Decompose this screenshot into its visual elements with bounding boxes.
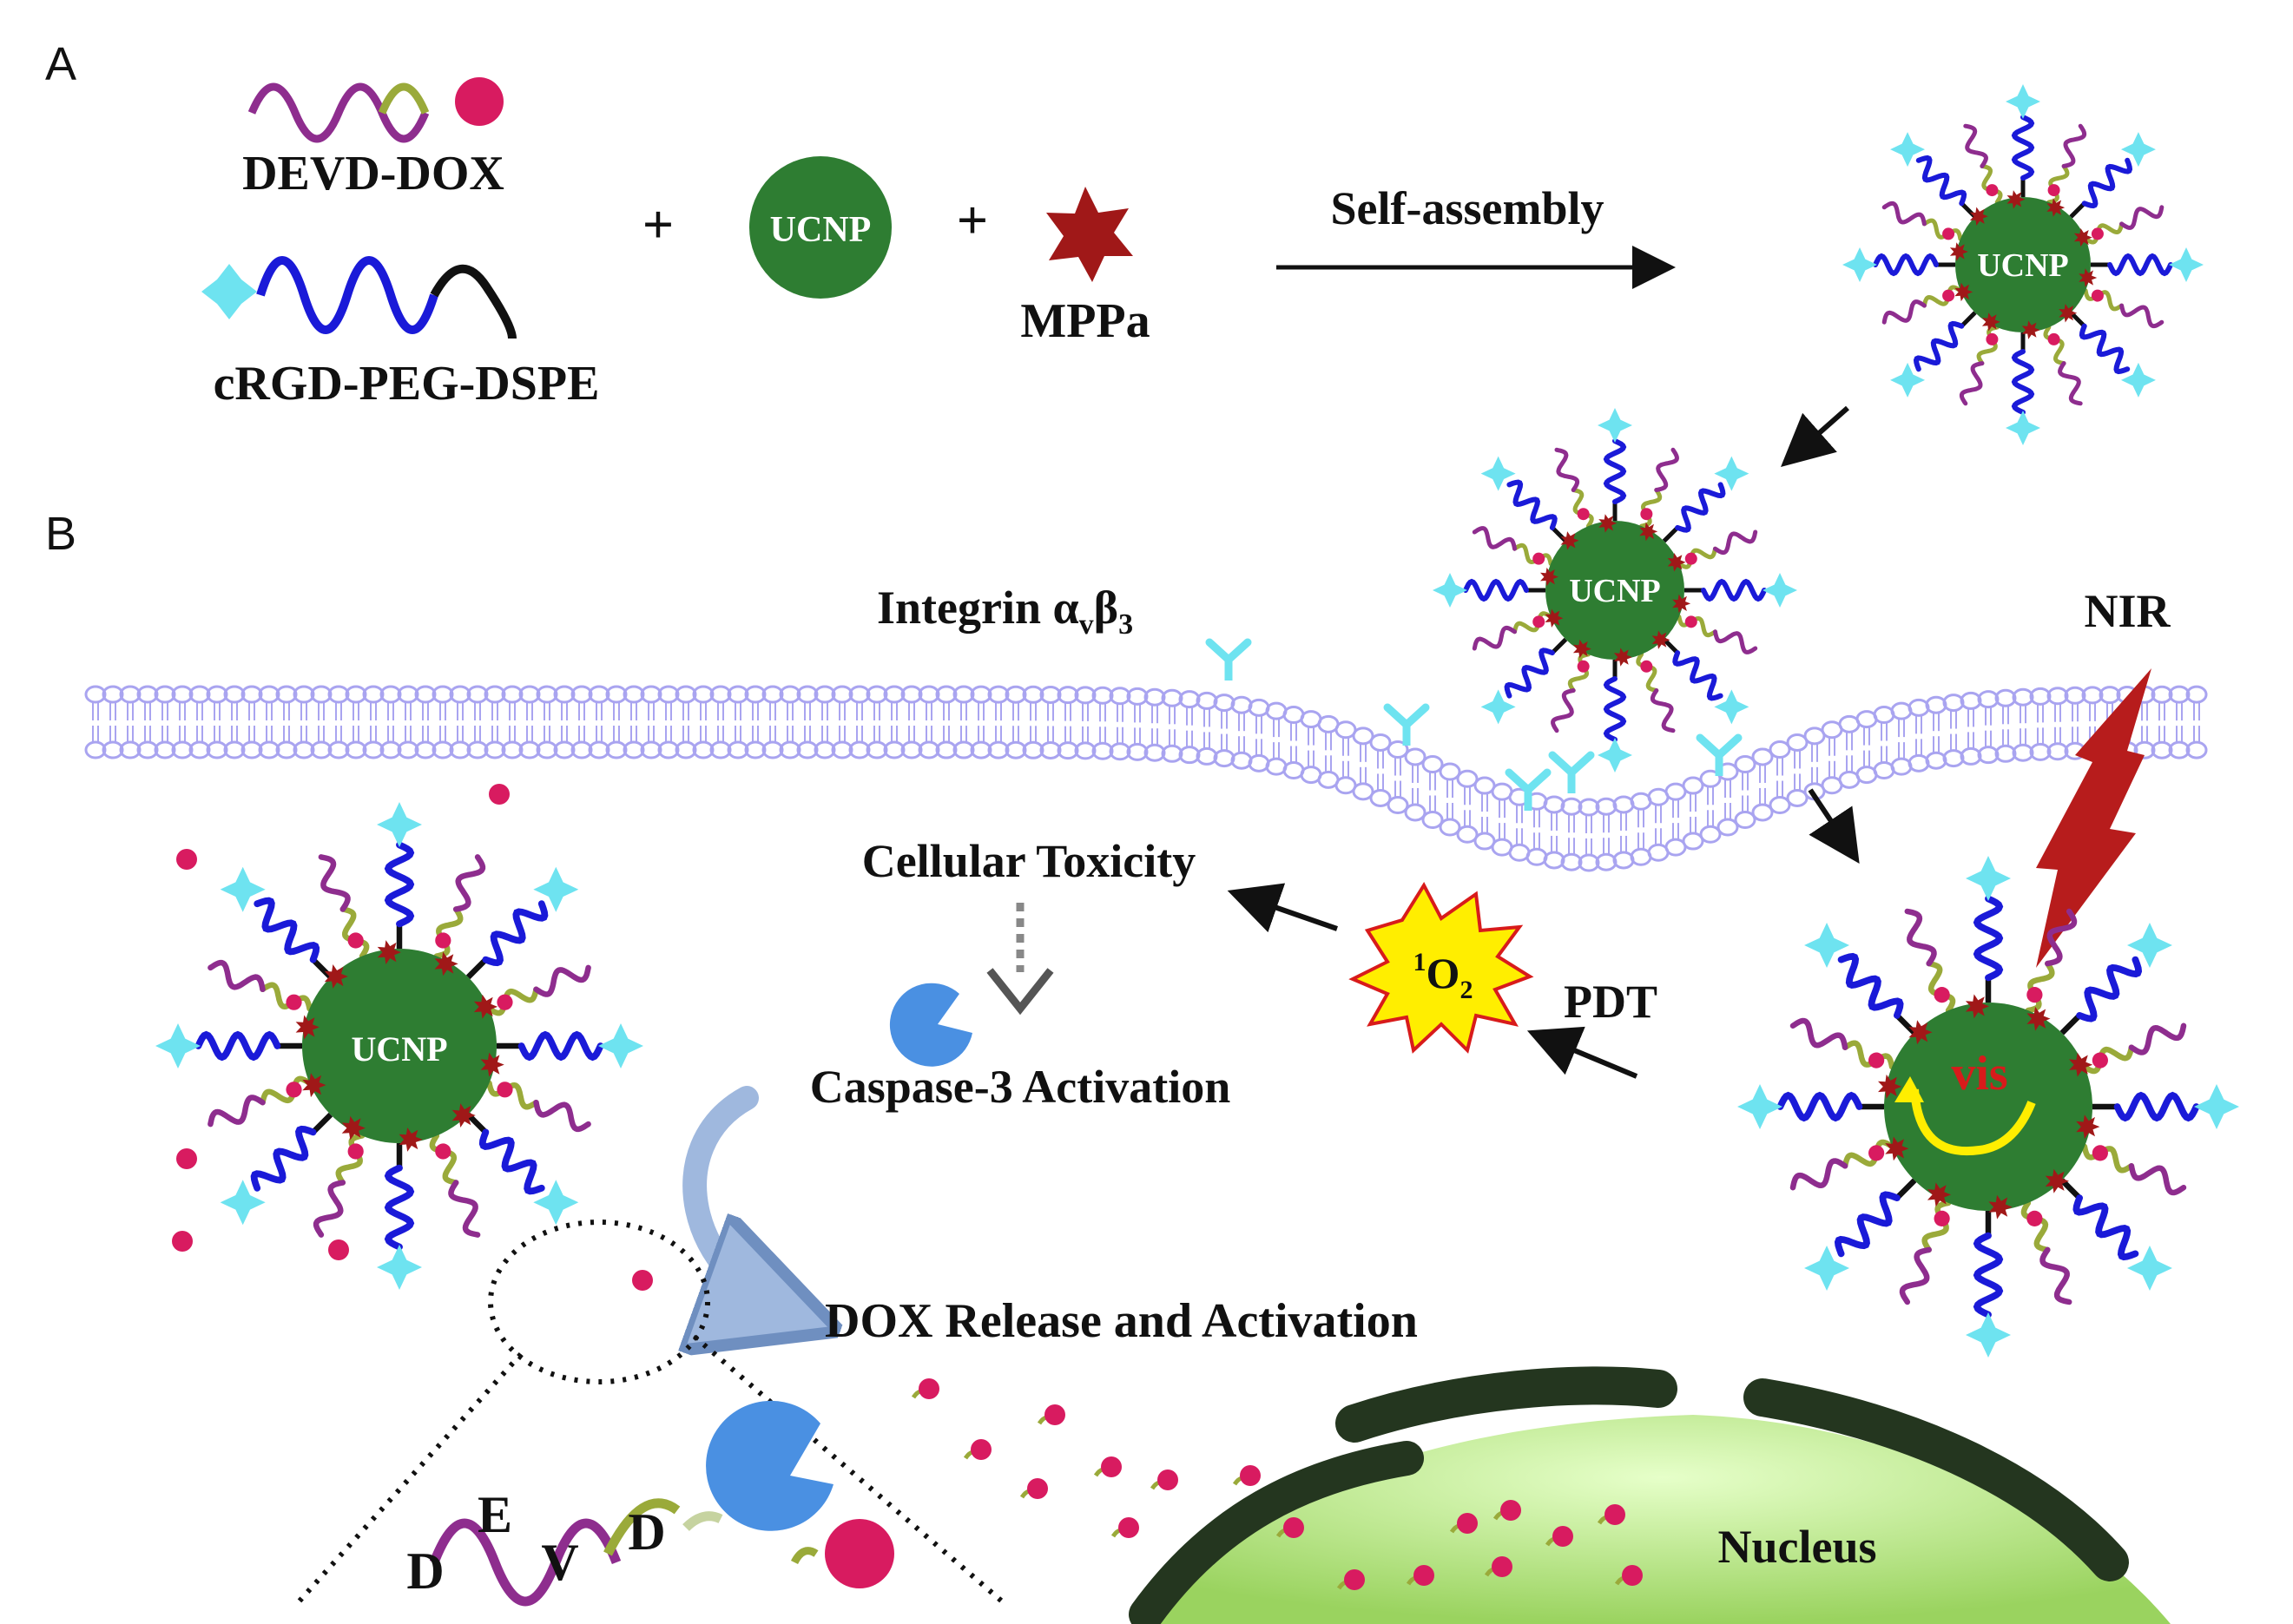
zoom-line-right [693, 1334, 1009, 1608]
nucleus-icon [1129, 1366, 2171, 1624]
nanoparticle-released [155, 802, 643, 1290]
ucnp-label-a: UCNP [770, 210, 872, 250]
internalization-arrow [1808, 788, 1860, 864]
nir-label: NIR [2084, 585, 2171, 637]
peptide-cleavage-detail [429, 1498, 894, 1607]
peptide-letter-d1: D [406, 1542, 444, 1600]
nir-lightning-icon [2036, 668, 2151, 968]
ucnp-label-left: UCNP [351, 1029, 447, 1068]
nanoparticle-binding [1433, 408, 1797, 773]
toxicity-arrowhead-icon [986, 968, 1054, 1016]
peptide-letter-e: E [478, 1486, 512, 1543]
free-dox-molecules [172, 784, 1643, 1590]
crgd-peg-dspe-icon [201, 256, 517, 339]
ucnp-particle-a: UCNP [749, 156, 892, 299]
singlet-oxygen-label: 1O2 [1413, 948, 1473, 1004]
crgd-peg-dspe-label: cRGD-PEG-DSPE [214, 357, 600, 411]
caspase-cleaving-pacman-icon [706, 1400, 834, 1531]
mppa-label: MPPa [1020, 294, 1150, 348]
pdt-arrow [1526, 1026, 1638, 1079]
plus-sign: + [642, 194, 674, 255]
ucnp-label-top: UCNP [1977, 247, 2069, 284]
panel-b-label: B [45, 508, 76, 560]
binding-arrow [1781, 405, 1849, 467]
cell-membrane [84, 685, 2208, 872]
devd-dox-label: DEVD-DOX [242, 147, 504, 201]
mppa-star-icon [1046, 187, 1133, 282]
vis-arrowhead-icon [1894, 1076, 1924, 1102]
caspase-pacman-icon [889, 983, 972, 1067]
devd-dox-icon [247, 77, 504, 143]
peptide-letter-v: V [541, 1534, 578, 1591]
cellular-toxicity-label: Cellular Toxicity [862, 835, 1196, 887]
vis-label: vis [1951, 1047, 2007, 1101]
zoom-line-left [293, 1351, 524, 1608]
nucleus-label: Nucleus [1717, 1521, 1876, 1573]
caspase-activation-label: Caspase-3 Activation [810, 1061, 1231, 1113]
singlet-oxygen-burst-icon [1348, 881, 1534, 1054]
plus-sign-2: + [957, 189, 988, 251]
to-toxicity-arrow [1227, 883, 1338, 933]
integrin-receptors [1205, 638, 1743, 811]
panel-a-label: A [45, 38, 76, 90]
vis-emission-arrow-icon [1910, 1088, 2036, 1156]
integrin-label: Integrin αvβ3 [877, 582, 1133, 641]
nanoparticle-internalized [1737, 856, 2239, 1358]
self-assembly-label: Self-assembly [1331, 182, 1604, 234]
dox-release-curved-arrow [695, 1086, 794, 1315]
ucnp-label-mid: UCNP [1569, 573, 1661, 609]
peptide-letter-d2: D [628, 1503, 665, 1561]
nanoparticle-assembled [1842, 84, 2204, 445]
pdt-label: PDT [1564, 976, 1657, 1028]
zoom-circle [488, 1220, 710, 1384]
dox-release-label: DOX Release and Activation [825, 1294, 1418, 1348]
